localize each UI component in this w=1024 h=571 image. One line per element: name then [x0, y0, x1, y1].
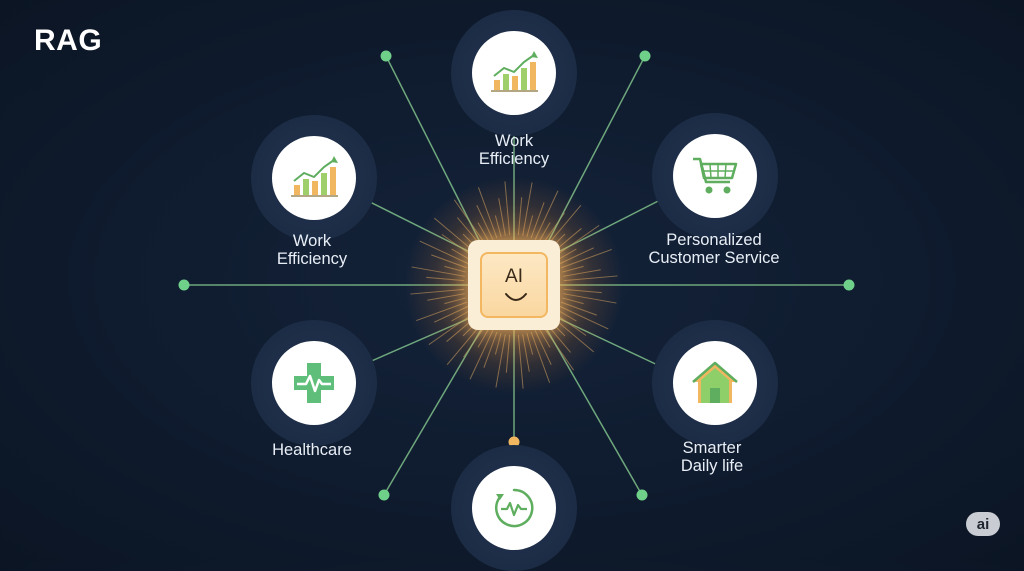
node-lower-left: Healthcare — [251, 320, 377, 459]
node-disc — [272, 136, 356, 220]
shopping-cart-icon — [693, 157, 738, 194]
house-icon — [692, 361, 738, 403]
endpoint-dot-left — [178, 279, 190, 291]
ai-hub-inner: AI — [480, 252, 548, 318]
node-upper-right: Personalized Customer Service — [648, 113, 780, 267]
node-disc — [272, 341, 356, 425]
bar-chart-growth-icon — [291, 156, 338, 197]
endpoint-dot-top-left — [380, 50, 392, 62]
endpoint-dot-bottom-left — [378, 489, 390, 501]
node-label: Work Efficiency — [276, 232, 348, 268]
node-label: Work Efficiency — [478, 132, 550, 168]
node-disc — [673, 341, 757, 425]
ai-watermark-badge: ai — [966, 512, 1000, 536]
node-label: Personalized Customer Service — [648, 231, 780, 267]
node-label: Healthcare — [272, 441, 352, 459]
junction-dot-bottom — [508, 436, 520, 448]
node-disc — [673, 134, 757, 218]
page-title: RAG — [34, 24, 103, 57]
node-disc — [472, 466, 556, 550]
medical-cross-icon — [294, 363, 334, 403]
bar-chart-growth-icon — [491, 51, 538, 92]
rag-diagram: RAG Work Efficiency — [34, 10, 1000, 571]
node-top: Work Efficiency — [451, 10, 577, 168]
node-disc — [472, 31, 556, 115]
endpoint-dot-bottom-right — [636, 489, 648, 501]
endpoint-dot-right — [843, 279, 855, 291]
node-bottom — [451, 445, 577, 571]
ai-smile-icon — [505, 293, 527, 301]
ai-hub-label: AI — [505, 266, 523, 287]
node-upper-left: Work Efficiency — [251, 115, 377, 268]
ai-hub: AI — [468, 240, 560, 330]
node-lower-right: Smarter Daily life — [652, 320, 778, 475]
heartbeat-circle-icon — [495, 488, 534, 528]
endpoint-dot-top-right — [639, 50, 651, 62]
node-label: Smarter Daily life — [680, 439, 744, 475]
